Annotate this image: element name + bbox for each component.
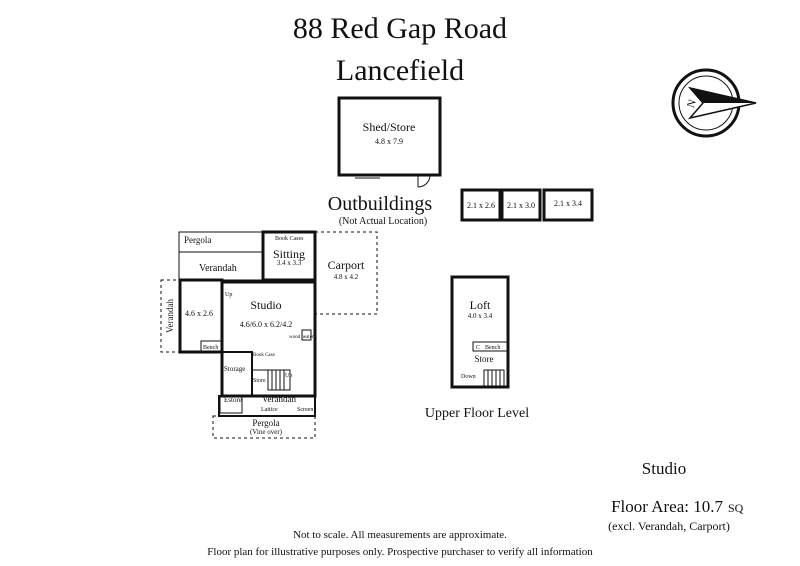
bay-1-size: 2.1 x 2.6 — [467, 201, 495, 210]
summary-floor-area: Floor Area: 10.7 — [611, 497, 723, 516]
book-cases-label: Book Cases — [275, 236, 304, 242]
vine-over-label: (Vine over) — [250, 428, 283, 436]
loft-size: 4.0 x 3.4 — [468, 312, 493, 320]
loft-c-label: C — [476, 345, 480, 351]
pergola-top-label: Pergola — [184, 235, 211, 245]
sitting-name: Sitting — [273, 247, 305, 261]
estore-label: Estore — [224, 396, 242, 404]
verandah-top-label: Verandah — [199, 263, 237, 274]
down-label: Down — [461, 374, 476, 380]
compass-icon: N — [671, 68, 757, 138]
carport-name: Carport — [328, 258, 365, 272]
lattice-label: Lattice — [261, 407, 278, 413]
summary-building: Studio — [642, 459, 686, 478]
upper-floor-level-label: Upper Floor Level — [425, 406, 529, 421]
verandah-bottom-label: Verandah — [262, 394, 296, 404]
store-small-label: Store — [253, 378, 266, 384]
loft-name: Loft — [470, 298, 491, 312]
upper-floor — [450, 275, 510, 389]
bay-3-size: 2.1 x 3.4 — [554, 199, 582, 208]
address-line-2: Lancefield — [335, 54, 465, 87]
outbuildings-subheading: (Not Actual Location) — [339, 216, 427, 227]
wood-heater-label: wood heater — [289, 335, 314, 340]
pergola-bottom-label: Pergola — [252, 418, 279, 428]
compass-north-label: N — [685, 98, 699, 110]
storage-label: Storage — [224, 365, 245, 373]
loft-bench-label: Bench — [485, 345, 500, 351]
disclaimer-line-2: Floor plan for illustrative purposes onl… — [207, 546, 593, 558]
bench-label: Bench — [203, 345, 218, 351]
ground-floor — [160, 230, 378, 439]
up-label: Up — [225, 292, 232, 298]
screen-label: Screen — [297, 407, 313, 413]
address-line-1: 88 Red Gap Road — [292, 12, 508, 45]
sitting-size: 3.4 x 3.3 — [277, 259, 302, 267]
loft-store-label: Store — [475, 354, 494, 364]
summary-unit: SQ — [728, 501, 744, 515]
shed-size: 4.8 x 7.9 — [375, 137, 403, 146]
disclaimer-line-1: Not to scale. All measurements are appro… — [293, 529, 507, 541]
outbuildings-heading: Outbuildings — [328, 193, 433, 215]
shed-name: Shed/Store — [363, 120, 416, 134]
studio-size: 4.6/6.0 x 6.2/4.2 — [240, 320, 292, 329]
verandah-left-label: Verandah — [165, 299, 175, 333]
bay-2-size: 2.1 x 3.0 — [507, 201, 535, 210]
summary-excl: (excl. Verandah, Carport) — [608, 519, 730, 533]
book-case-label: Book Case — [253, 353, 276, 358]
studio-name: Studio — [250, 298, 281, 312]
carport-size: 4.8 x 4.2 — [334, 273, 359, 281]
outbuilding-bays: 2.1 x 2.6 2.1 x 3.0 2.1 x 3.4 — [460, 188, 594, 222]
shed-store: Shed/Store 4.8 x 7.9 — [337, 96, 442, 188]
up-label-stairs: Up — [285, 373, 292, 379]
left-room-size: 4.6 x 2.6 — [185, 309, 213, 318]
